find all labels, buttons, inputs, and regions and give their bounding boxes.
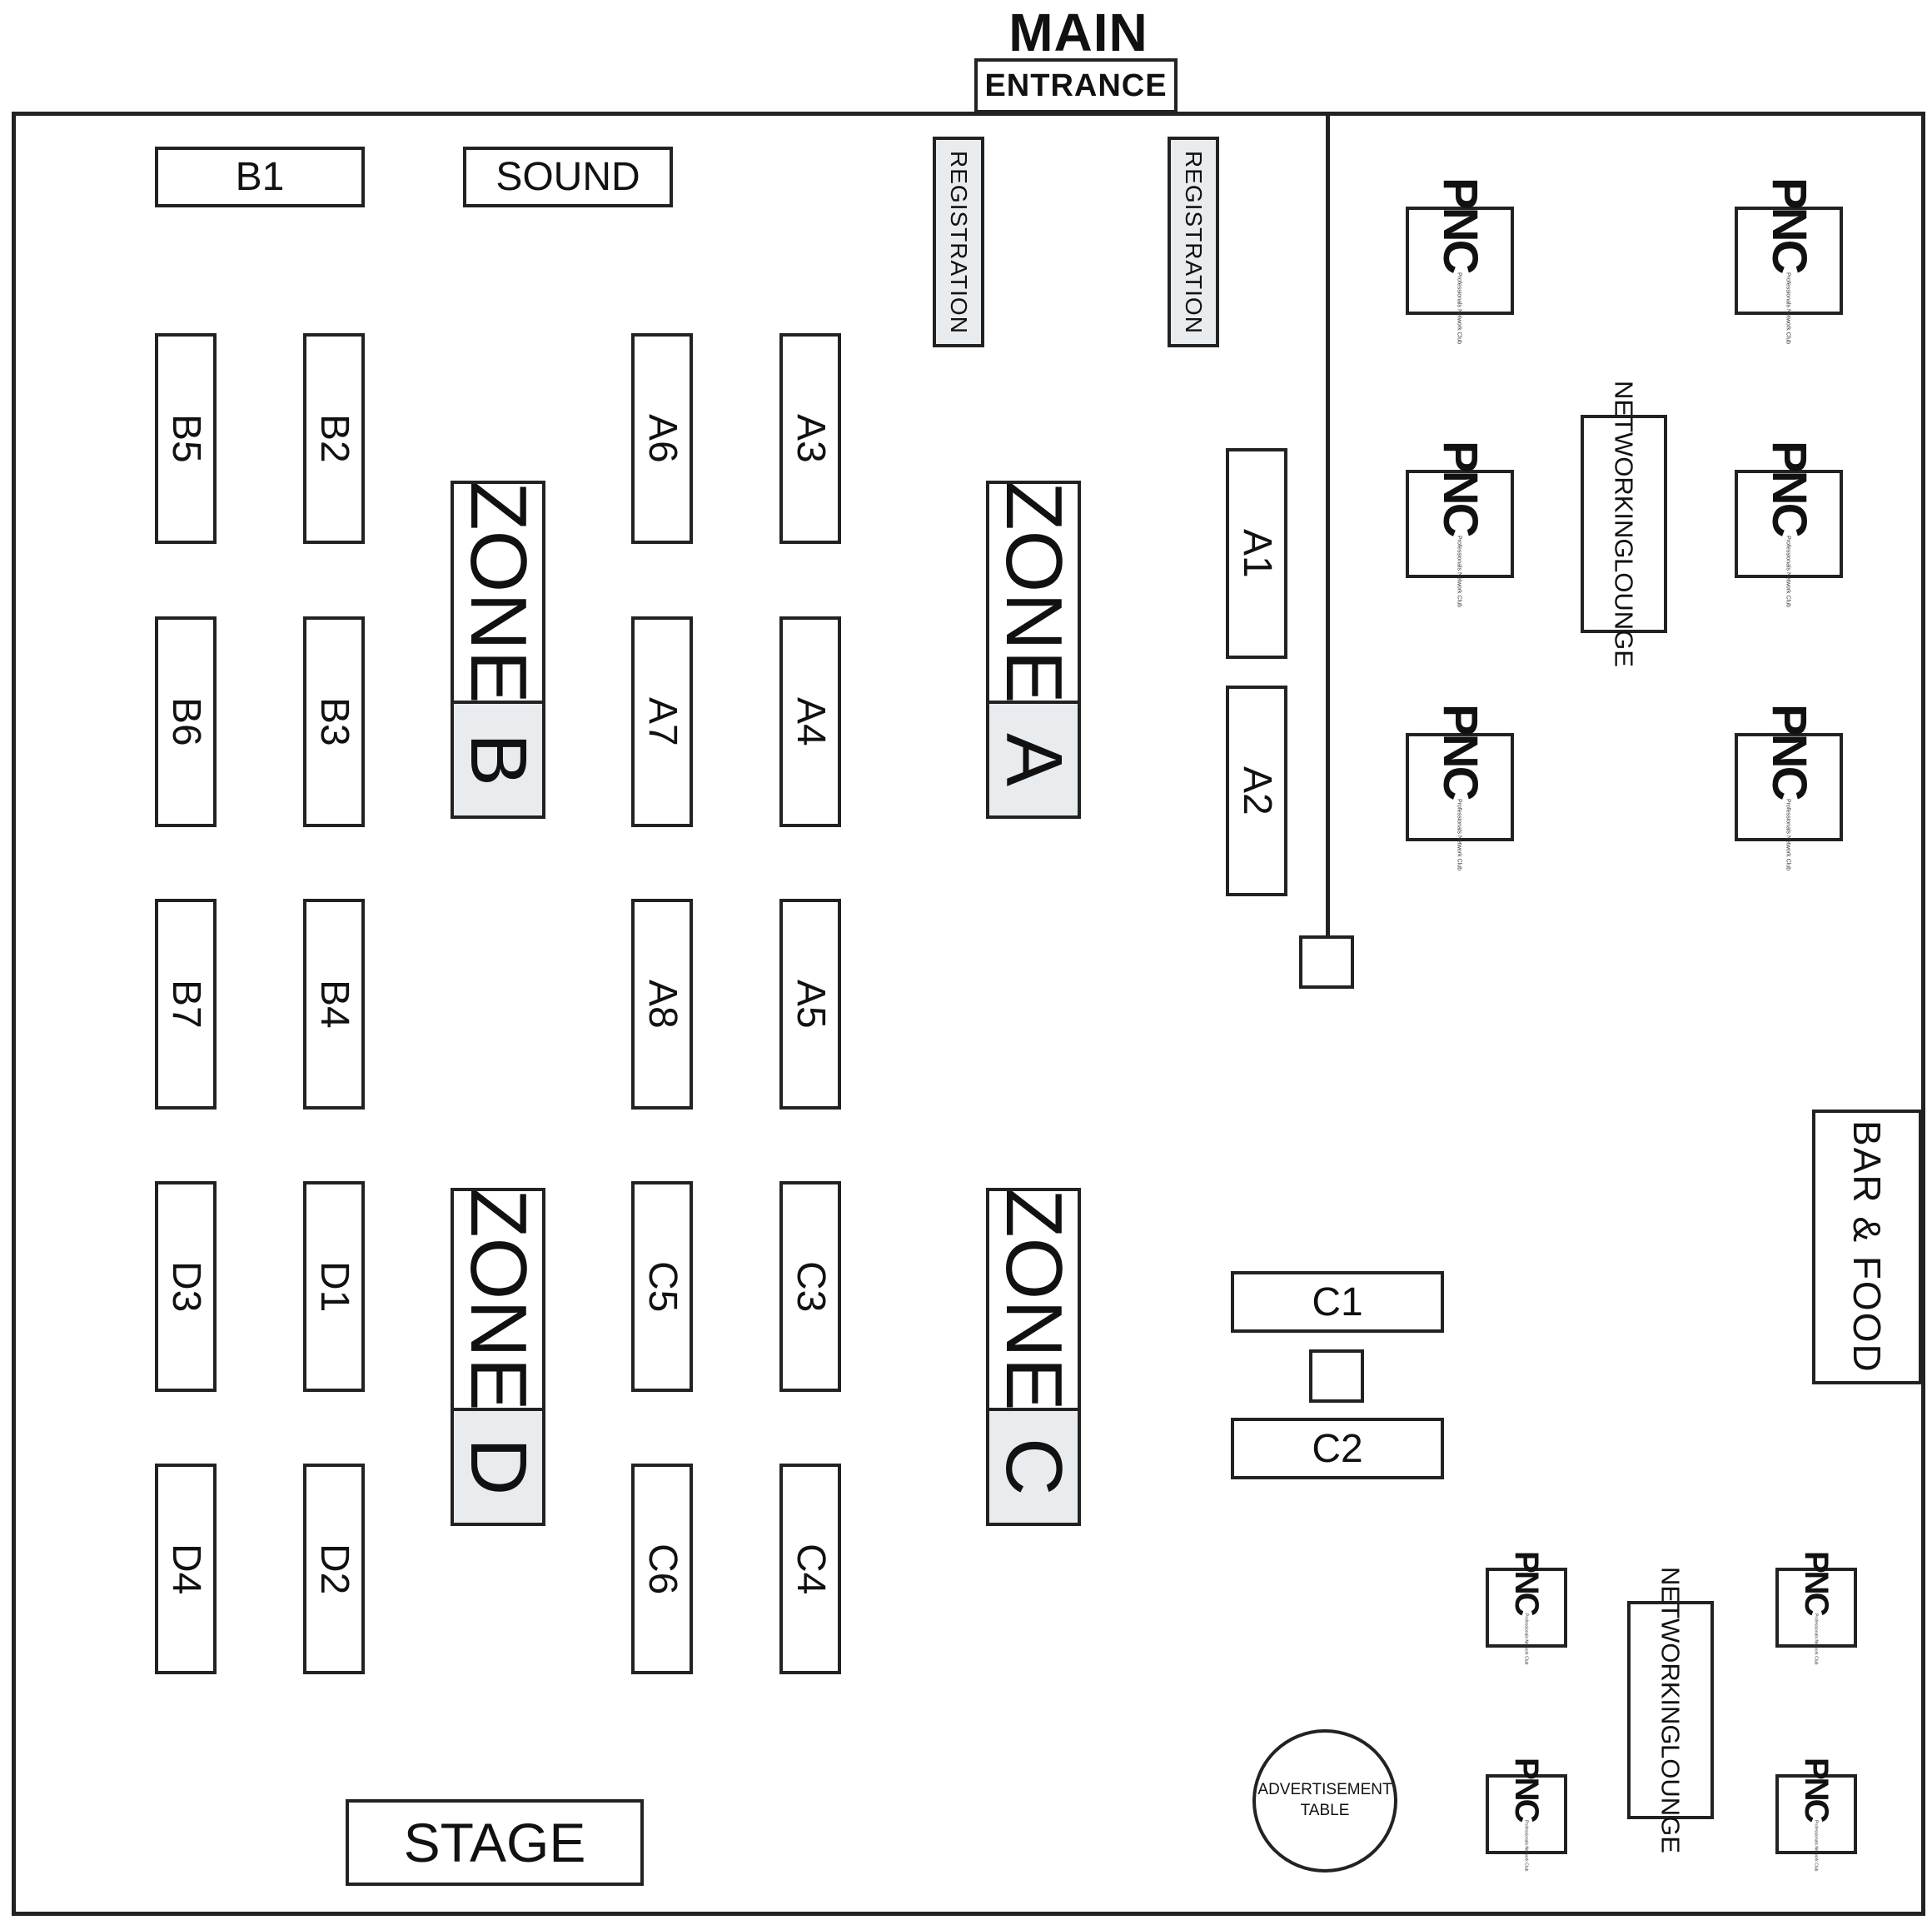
zone-c-letter: C xyxy=(986,1408,1081,1526)
pnc-table[interactable]: PNC Professionals Network Club xyxy=(1406,704,1514,870)
booth-b7[interactable]: B7 xyxy=(155,899,217,1110)
zone-d-letter: D xyxy=(451,1408,545,1526)
networking-lounge-bottom[interactable]: NETWORKING LOUNGE xyxy=(1627,1567,1714,1853)
networking-lounge-top[interactable]: NETWORKING LOUNGE xyxy=(1581,381,1667,667)
pnc-table[interactable]: PNC Professionals Network Club xyxy=(1406,177,1514,344)
booth-a8[interactable]: A8 xyxy=(631,899,693,1110)
advertisement-line2: TABLE xyxy=(1300,1802,1350,1819)
pnc-table[interactable]: PNC Professionals Network Club xyxy=(1486,1758,1567,1871)
zone-a-label: ZONE xyxy=(986,481,1081,704)
booth-a5[interactable]: A5 xyxy=(779,899,841,1110)
pnc-logo: PNC xyxy=(1762,441,1816,536)
booth-b6[interactable]: B6 xyxy=(155,616,217,827)
lounge-divider-wall xyxy=(1326,113,1330,936)
booth-d1[interactable]: D1 xyxy=(303,1181,365,1392)
bar-and-food[interactable]: BAR & FOOD xyxy=(1812,1110,1922,1384)
lounge-top-line2: LOUNGE xyxy=(1609,558,1639,668)
pnc-logo: PNC xyxy=(1433,177,1487,272)
pnc-table[interactable]: PNC Professionals Network Club xyxy=(1775,1551,1857,1664)
pnc-tagline: Professionals Network Club xyxy=(1456,272,1462,344)
pnc-tagline: Professionals Network Club xyxy=(1456,798,1462,870)
entrance-label: ENTRANCE xyxy=(974,58,1178,113)
pnc-tagline: Professionals Network Club xyxy=(1785,798,1791,870)
advertisement-table[interactable]: ADVERTISEMENT TABLE xyxy=(1252,1729,1397,1873)
stage[interactable]: STAGE xyxy=(346,1799,644,1886)
divider-pillar xyxy=(1299,935,1354,989)
booth-c2[interactable]: C2 xyxy=(1231,1418,1444,1479)
booth-c3[interactable]: C3 xyxy=(779,1181,841,1392)
main-label: MAIN xyxy=(1008,2,1148,62)
booth-c4[interactable]: C4 xyxy=(779,1464,841,1674)
pnc-logo: PNC xyxy=(1798,1757,1835,1821)
pnc-table[interactable]: PNC Professionals Network Club xyxy=(1735,177,1843,344)
pillar xyxy=(1309,1349,1364,1403)
pnc-tagline: Professionals Network Club xyxy=(1523,1820,1529,1872)
registration-desk-1[interactable]: REGISTRATION xyxy=(933,137,984,347)
booth-c1[interactable]: C1 xyxy=(1231,1271,1444,1333)
zone-c-label: ZONE xyxy=(986,1188,1081,1411)
pnc-tagline: Professionals Network Club xyxy=(1456,535,1462,607)
pnc-logo: PNC xyxy=(1433,704,1487,799)
pnc-logo: PNC xyxy=(1762,704,1816,799)
pnc-logo: PNC xyxy=(1433,441,1487,536)
booth-c5[interactable]: C5 xyxy=(631,1181,693,1392)
advertisement-line1: ADVERTISEMENT xyxy=(1257,1781,1392,1799)
booth-a2[interactable]: A2 xyxy=(1226,686,1287,896)
booth-a7[interactable]: A7 xyxy=(631,616,693,827)
booth-b5[interactable]: B5 xyxy=(155,333,217,544)
booth-d4[interactable]: D4 xyxy=(155,1464,217,1674)
booth-d2[interactable]: D2 xyxy=(303,1464,365,1674)
pnc-table[interactable]: PNC Professionals Network Club xyxy=(1406,441,1514,607)
pnc-tagline: Professionals Network Club xyxy=(1813,1820,1819,1872)
pnc-tagline: Professionals Network Club xyxy=(1785,272,1791,344)
zone-b-letter: B xyxy=(451,701,545,819)
booth-b2[interactable]: B2 xyxy=(303,333,365,544)
lounge-bottom-line2: LOUNGE xyxy=(1656,1744,1686,1854)
pnc-logo: PNC xyxy=(1762,177,1816,272)
booth-b4[interactable]: B4 xyxy=(303,899,365,1110)
pnc-tagline: Professionals Network Club xyxy=(1785,535,1791,607)
booth-b1[interactable]: B1 xyxy=(155,147,365,207)
booth-a4[interactable]: A4 xyxy=(779,616,841,827)
pnc-table[interactable]: PNC Professionals Network Club xyxy=(1775,1758,1857,1871)
booth-d3[interactable]: D3 xyxy=(155,1181,217,1392)
pnc-logo: PNC xyxy=(1508,1550,1545,1614)
zone-d-label: ZONE xyxy=(451,1188,545,1411)
venue-outline xyxy=(12,112,1925,1916)
pnc-table[interactable]: PNC Professionals Network Club xyxy=(1735,441,1843,607)
registration-desk-2[interactable]: REGISTRATION xyxy=(1168,137,1219,347)
pnc-logo: PNC xyxy=(1508,1757,1545,1821)
booth-a3[interactable]: A3 xyxy=(779,333,841,544)
booth-a6[interactable]: A6 xyxy=(631,333,693,544)
lounge-top-line1: NETWORKING xyxy=(1609,380,1639,559)
booth-c6[interactable]: C6 xyxy=(631,1464,693,1674)
pnc-tagline: Professionals Network Club xyxy=(1523,1613,1529,1665)
pnc-tagline: Professionals Network Club xyxy=(1813,1613,1819,1665)
booth-a1[interactable]: A1 xyxy=(1226,448,1287,659)
pnc-table[interactable]: PNC Professionals Network Club xyxy=(1486,1551,1567,1664)
sound-booth[interactable]: SOUND xyxy=(463,147,673,207)
booth-b3[interactable]: B3 xyxy=(303,616,365,827)
lounge-bottom-line1: NETWORKING xyxy=(1656,1566,1686,1745)
pnc-logo: PNC xyxy=(1798,1550,1835,1614)
pnc-table[interactable]: PNC Professionals Network Club xyxy=(1735,704,1843,870)
zone-a-letter: A xyxy=(986,701,1081,819)
zone-b-label: ZONE xyxy=(451,481,545,704)
